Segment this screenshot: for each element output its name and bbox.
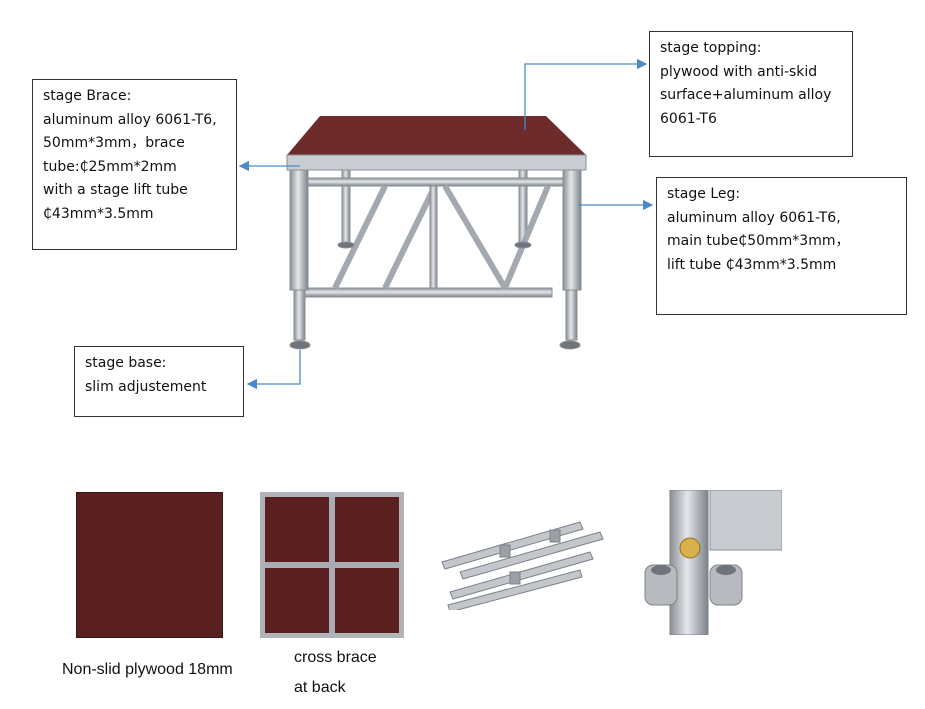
plywood-panel-image xyxy=(76,492,223,638)
base-line: stage base: xyxy=(85,355,167,371)
cross-brace-panel-image xyxy=(260,492,404,638)
brace-line: aluminum alloy 6061-T6, xyxy=(43,111,217,128)
brace-line: stage Brace: xyxy=(43,88,132,104)
brace-line: ₵43mm*3.5mm xyxy=(43,205,154,222)
plywood-caption: Non-slid plywood 18mm xyxy=(62,661,233,678)
leg-line: lift tube ₵43mm*3.5mm xyxy=(667,256,837,273)
topping-line: plywood with anti-skid xyxy=(660,63,818,80)
stage-brace-callout: stage Brace: aluminum alloy 6061-T6, 50m… xyxy=(32,79,237,250)
leg-line: main tube₵50mm*3mm， xyxy=(667,233,850,249)
topping-line: 6061-T6 xyxy=(660,110,717,127)
stage-base-callout: stage base: slim adjustement xyxy=(74,346,244,417)
leg-line: aluminum alloy 6061-T6, xyxy=(667,209,841,226)
stage-frame xyxy=(289,169,582,350)
cross-brace-caption-line1: cross brace xyxy=(294,649,377,666)
base-line: slim adjustement xyxy=(85,378,207,395)
leg-clamp-closeup-image xyxy=(644,490,782,635)
brace-line: tube:₵25mm*2mm xyxy=(43,158,177,175)
topping-line: surface+aluminum alloy xyxy=(660,87,832,103)
brace-line: with a stage lift tube xyxy=(43,182,188,198)
leg-line: stage Leg: xyxy=(667,186,741,202)
topping-line: stage topping: xyxy=(660,40,762,56)
brace-tubes-image xyxy=(441,521,604,610)
stage-topping-callout: stage topping: plywood with anti-skid su… xyxy=(649,31,853,157)
cross-brace-caption-line2: at back xyxy=(294,679,346,696)
stage-deck xyxy=(286,116,587,171)
stage-leg-callout: stage Leg: aluminum alloy 6061-T6, main … xyxy=(656,177,907,315)
brace-line: 50mm*3mm，brace xyxy=(43,135,185,151)
